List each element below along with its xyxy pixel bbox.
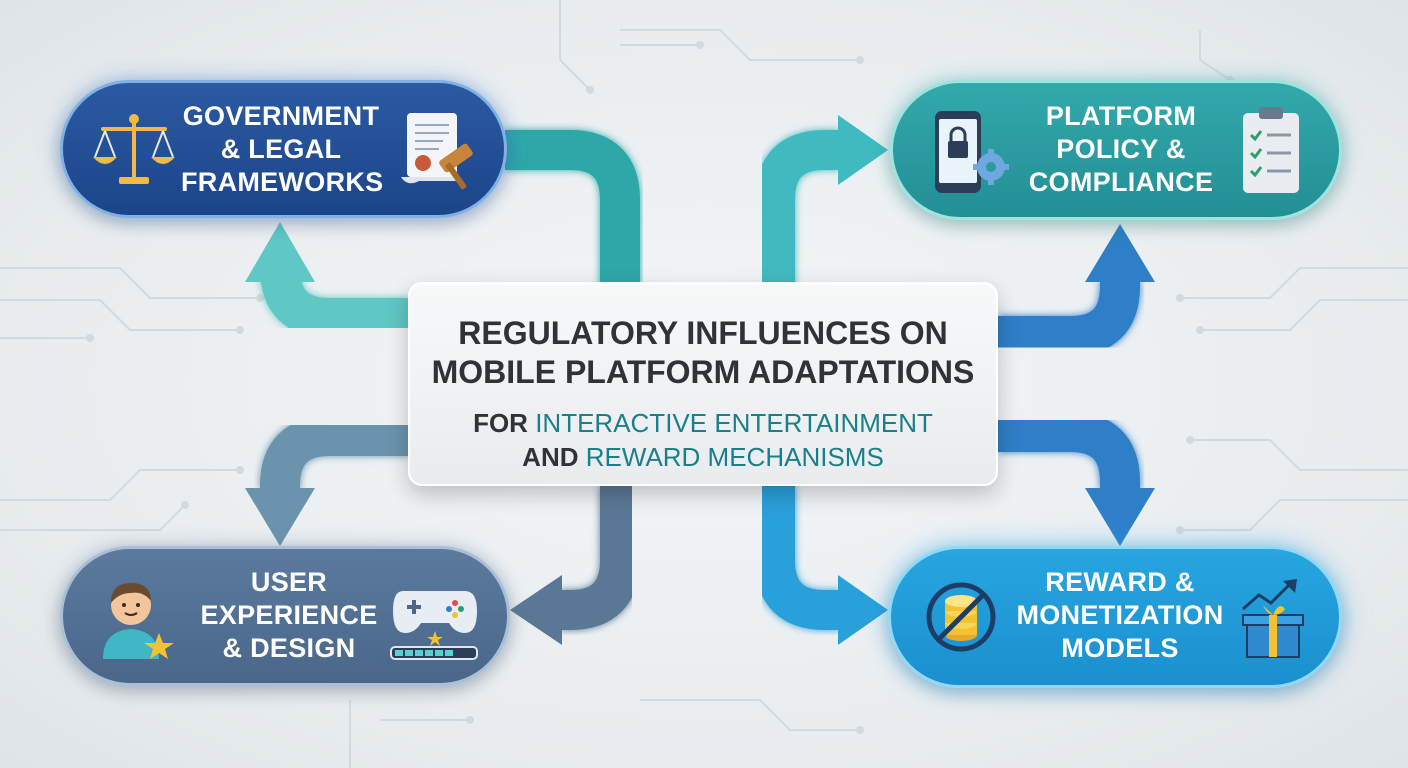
phone-lock-gear-icon [935, 111, 1009, 193]
arrow-center-to-platform [755, 130, 840, 290]
ux-label-line2: EXPERIENCE [200, 600, 378, 630]
node-platform-policy-compliance: PLATFORM POLICY & COMPLIANCE [890, 80, 1342, 220]
node-user-experience-design: USER EXPERIENCE & DESIGN [60, 546, 510, 686]
platform-label-line1: PLATFORM [1045, 101, 1197, 131]
arrow-head-right-reward [838, 575, 888, 645]
reward-label-line2: MONETIZATION [1016, 600, 1224, 630]
arrow-head-down-reward [1085, 488, 1155, 546]
arrow-head-right-platform [838, 115, 888, 185]
government-label-line2: & LEGAL [220, 134, 342, 164]
arrow-government-to-center [505, 130, 640, 290]
center-subtitle-line2: AND REWARD MECHANISMS [410, 440, 996, 474]
user-star-icon [103, 583, 174, 659]
arrow-head-down-ux [245, 488, 315, 546]
reward-label-line1: REWARD & [1045, 567, 1195, 597]
node-reward-monetization-models: REWARD & MONETIZATION MODELS [888, 546, 1342, 688]
arrow-head-left-ux [510, 575, 562, 645]
center-subtitle-line1: FOR INTERACTIVE ENTERTAINMENT [410, 406, 996, 440]
clipboard-checklist-icon [1243, 107, 1299, 193]
ux-label-line3: & DESIGN [222, 633, 356, 663]
subtitle-prefix-and: AND [522, 442, 579, 472]
gamepad-progress-icon [390, 591, 478, 660]
subtitle-accent-interactive: INTERACTIVE ENTERTAINMENT [535, 408, 933, 438]
legal-document-gavel-icon [401, 113, 473, 190]
arrow-center-up-platform [998, 280, 1140, 356]
center-title-line2: MOBILE PLATFORM ADAPTATIONS [431, 354, 975, 390]
center-title-card: REGULATORY INFLUENCES ON MOBILE PLATFORM… [408, 282, 998, 486]
platform-label-line3: COMPLIANCE [1028, 167, 1214, 197]
arrow-center-down-ux [260, 416, 410, 490]
scales-of-justice-icon [93, 114, 175, 184]
node-government-legal-frameworks: GOVERNMENT & LEGAL FRAMEWORKS [60, 80, 507, 218]
subtitle-prefix-for: FOR [473, 408, 528, 438]
reward-label-line3: MODELS [1061, 633, 1179, 663]
arrow-center-to-reward [755, 486, 840, 630]
gift-growth-icon [1242, 579, 1304, 658]
center-title-line1: REGULATORY INFLUENCES ON [458, 315, 948, 351]
arrow-center-to-ux [560, 486, 640, 630]
government-label-line3: FRAMEWORKS [181, 167, 384, 197]
platform-label-line2: POLICY & [1056, 134, 1186, 164]
center-subtitle: FOR INTERACTIVE ENTERTAINMENT AND REWARD… [410, 406, 996, 474]
arrow-head-up-platform [1085, 224, 1155, 282]
subtitle-accent-reward: REWARD MECHANISMS [585, 442, 884, 472]
government-label-line1: GOVERNMENT [182, 101, 380, 131]
arrow-center-down-reward [998, 412, 1140, 490]
arrow-head-up-government [245, 222, 315, 282]
center-title: REGULATORY INFLUENCES ON MOBILE PLATFORM… [410, 314, 996, 392]
no-coins-icon [926, 582, 996, 652]
ux-label-line1: USER [250, 567, 328, 597]
